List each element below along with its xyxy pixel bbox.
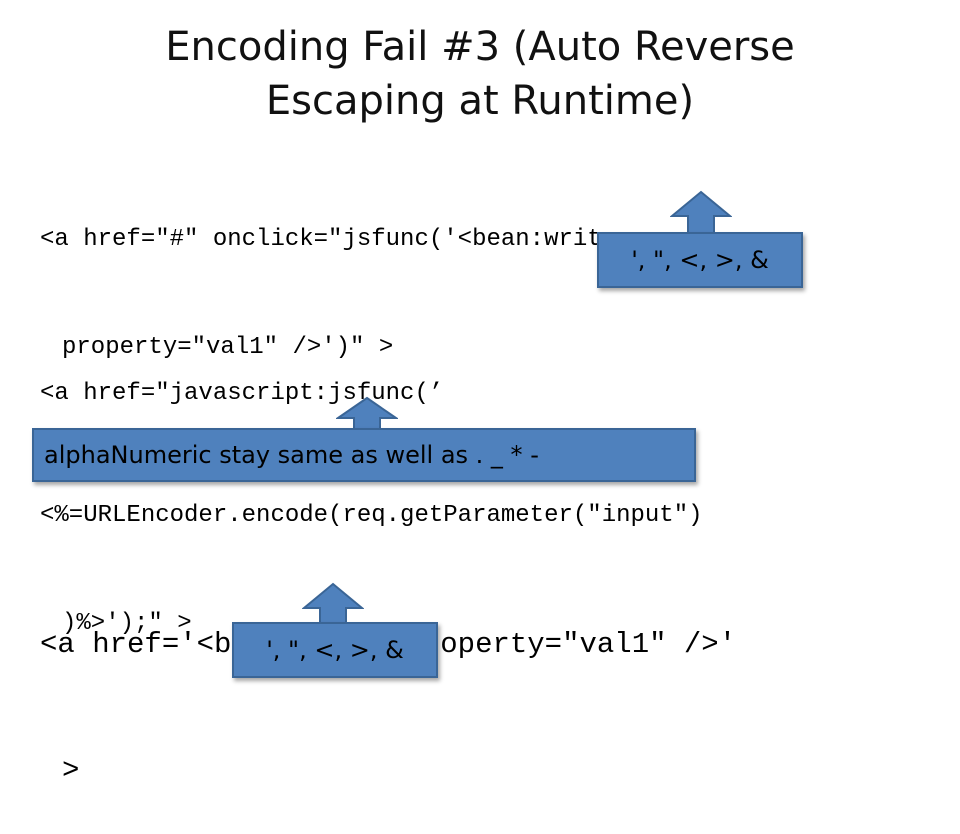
up-arrow-icon bbox=[302, 582, 364, 628]
code1-line-2: property="val1" />')" > bbox=[62, 334, 394, 361]
callout-box-3: ', ", <, >, & bbox=[232, 622, 438, 678]
code2-line-3: )%>');" > bbox=[62, 610, 192, 637]
code2-line-2: <%=URLEncoder.encode(req.getParameter("i… bbox=[40, 502, 703, 529]
callout-box-2: alphaNumeric stay same as well as . _ * … bbox=[32, 428, 696, 482]
callout-box-1: ', ", <, >, & bbox=[597, 232, 803, 288]
code-block-2: <a href="javascript:jsfunc(’ <%=URLEncod… bbox=[40, 304, 703, 678]
title-line-1: Encoding Fail #3 (Auto Reverse bbox=[165, 24, 795, 70]
callout-2-text: alphaNumeric stay same as well as . _ * … bbox=[44, 441, 539, 469]
slide-title: Encoding Fail #3 (Auto Reverse Escaping … bbox=[60, 20, 900, 128]
callout-3-text: ', ", <, >, & bbox=[266, 636, 404, 664]
code2-line-1: <a href="javascript:jsfunc(’ bbox=[40, 380, 444, 407]
code-block-3: <a href='<bean:write property="val1" />'… bbox=[40, 540, 736, 834]
up-arrow-icon bbox=[336, 396, 398, 434]
code-block-1: <a href="#" onclick="jsfunc('<bean:write… bbox=[40, 150, 616, 402]
callout-1-text: ', ", <, >, & bbox=[631, 246, 769, 274]
code1-line-1: <a href="#" onclick="jsfunc('<bean:write bbox=[40, 226, 617, 253]
title-line-2: Escaping at Runtime) bbox=[265, 78, 695, 124]
code3-line-2: > bbox=[62, 754, 80, 787]
up-arrow-icon bbox=[670, 190, 732, 236]
